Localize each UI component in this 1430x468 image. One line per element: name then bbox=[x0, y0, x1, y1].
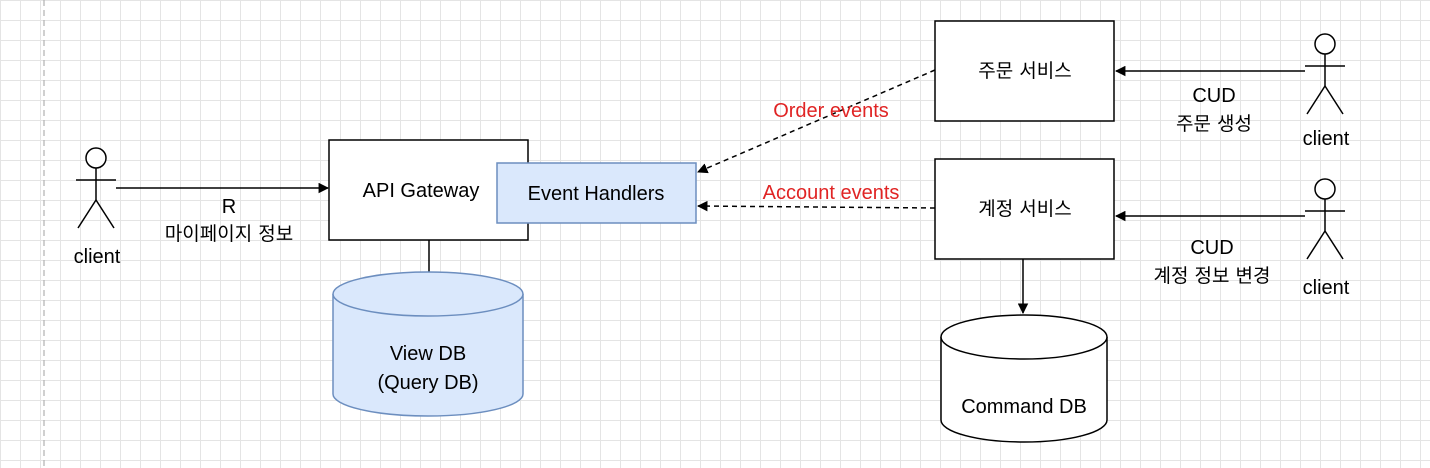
view-db-label-line2: (Query DB) bbox=[377, 372, 478, 394]
command-db-label: Command DB bbox=[961, 396, 1087, 418]
order-client-label: client bbox=[1303, 128, 1350, 150]
order-service-label: 주문 서비스 bbox=[978, 60, 1071, 82]
api-gateway-box[interactable] bbox=[328, 139, 529, 241]
account-cud-label-line1: CUD bbox=[1190, 237, 1233, 259]
account-service-label: 계정 서비스 bbox=[978, 198, 1071, 220]
order-cud-label-line2: 주문 생성 bbox=[1176, 113, 1252, 135]
read-label-line1: R bbox=[222, 196, 236, 218]
account-service-box[interactable] bbox=[934, 158, 1115, 260]
command-db-cylinder[interactable] bbox=[940, 314, 1108, 443]
order-cud-label-line1: CUD bbox=[1192, 85, 1235, 107]
account-client-actor[interactable] bbox=[1305, 178, 1345, 260]
account-events-label: Account events bbox=[763, 182, 900, 204]
order-client-actor[interactable] bbox=[1305, 33, 1345, 115]
account-events-arrow bbox=[696, 200, 936, 212]
event-handlers-box[interactable] bbox=[496, 162, 697, 224]
order-events-label: Order events bbox=[773, 100, 889, 122]
order-service-box[interactable] bbox=[934, 20, 1115, 122]
view-db-cylinder[interactable] bbox=[332, 271, 524, 417]
left-client-label: client bbox=[74, 246, 121, 268]
view-db-label-line1: View DB bbox=[390, 343, 466, 365]
account-cud-label-line2: 계정 정보 변경 bbox=[1154, 265, 1271, 287]
api-gateway-label: API Gateway bbox=[363, 180, 480, 202]
event-handlers-label: Event Handlers bbox=[528, 183, 665, 205]
account-client-label: client bbox=[1303, 277, 1350, 299]
read-label-line2: 마이페이지 정보 bbox=[165, 223, 293, 245]
order-events-arrow bbox=[697, 69, 936, 174]
left-client-actor[interactable] bbox=[76, 147, 116, 229]
